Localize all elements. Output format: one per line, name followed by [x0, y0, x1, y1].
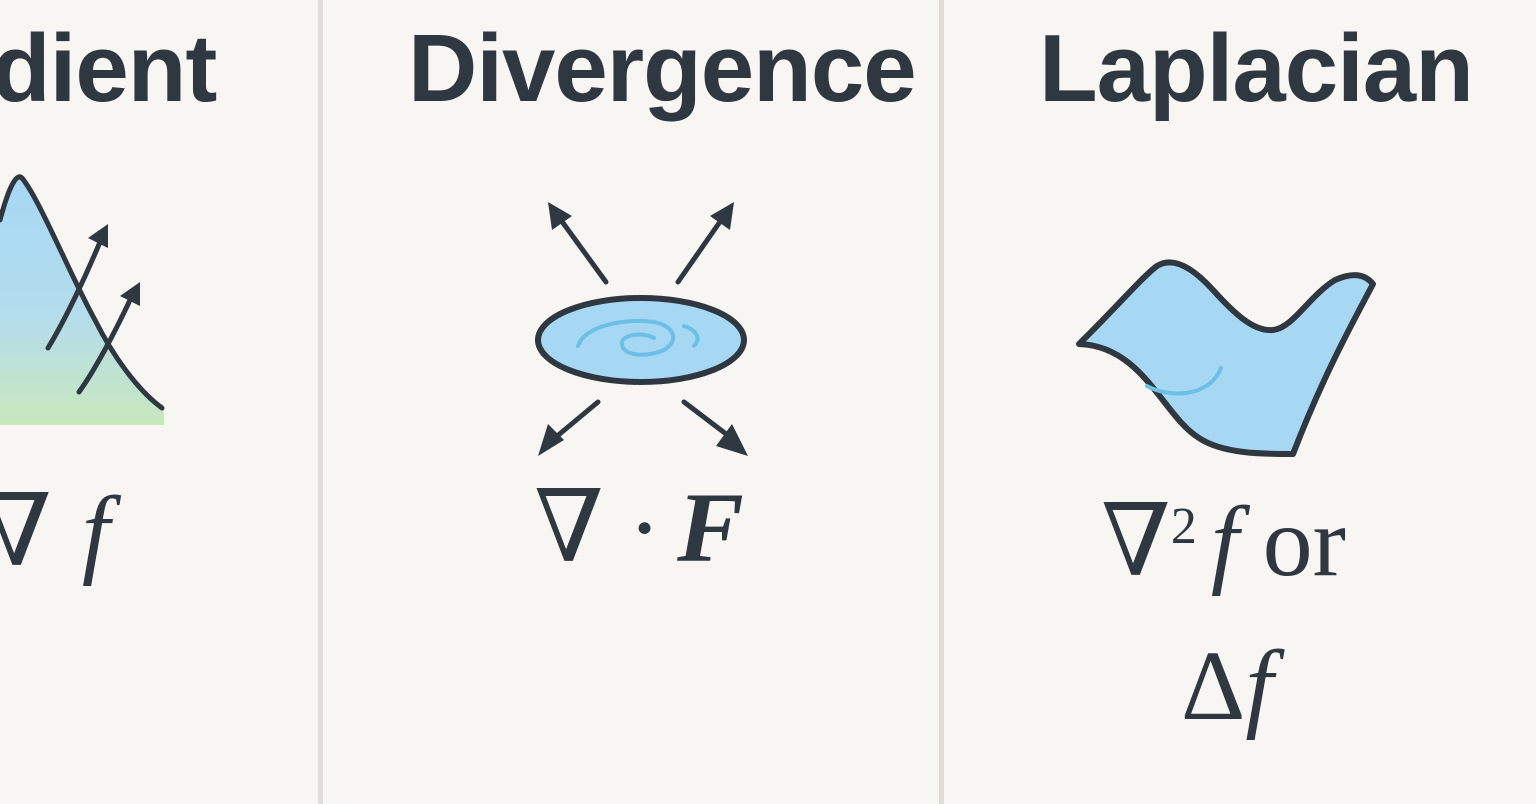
panel-divergence: Divergence ∇·F — [324, 0, 939, 804]
formula-operand: f — [1245, 630, 1274, 741]
curved-surface-icon — [1076, 259, 1376, 457]
panel-divider — [318, 0, 323, 804]
disk-swirl-icon — [535, 295, 747, 385]
formula-operand: f — [1210, 486, 1239, 597]
formula-laplacian-delta: Δf — [1181, 636, 1273, 736]
dot-operator: · — [627, 472, 662, 583]
hill-curve-icon — [0, 174, 165, 425]
formula-operand: f — [81, 476, 110, 587]
nabla-operator: ∇ — [534, 472, 604, 583]
formula-operand: F — [677, 472, 744, 583]
panel-title-laplacian: Laplacian — [1039, 15, 1474, 122]
nabla-operator: ∇ — [0, 476, 52, 587]
delta-operator: Δ — [1181, 630, 1246, 741]
formula-divergence: ∇·F — [534, 478, 744, 578]
panel-title-divergence: Divergence — [408, 15, 917, 122]
formula-connector: or — [1262, 486, 1346, 597]
formula-exponent: 2 — [1170, 498, 1197, 555]
panel-divider — [939, 0, 944, 804]
outward-arrows-icon — [538, 202, 748, 456]
panel-gradient: dient ∇f — [0, 0, 318, 804]
nabla-operator: ∇ — [1101, 486, 1171, 597]
formula-gradient: ∇f — [0, 482, 110, 582]
panel-title-gradient: dient — [0, 15, 217, 122]
